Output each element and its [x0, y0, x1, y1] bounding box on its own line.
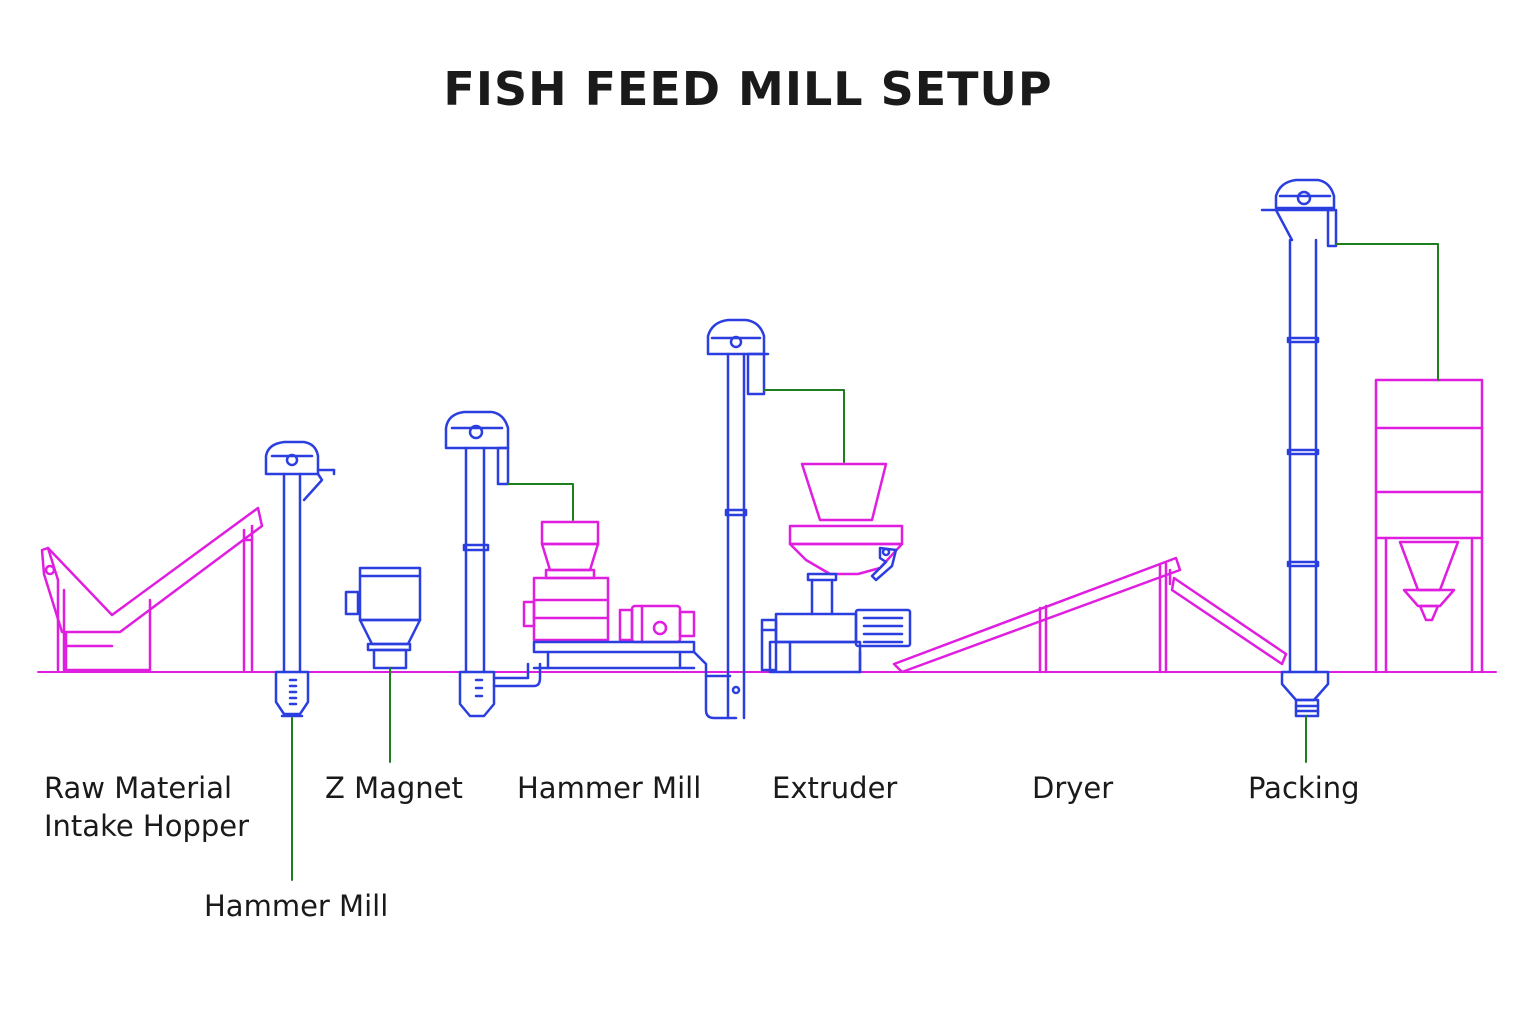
extruder-hopper [788, 462, 904, 576]
label-hammer-mill-upper: Hammer Mill [517, 771, 702, 805]
bucket-elevator-1 [264, 440, 336, 718]
label-dryer: Dryer [1032, 771, 1114, 805]
hammer-mill-upper [522, 520, 696, 644]
diagram-title: FISH FEED MILL SETUP [443, 62, 1053, 116]
label-raw-material-line2: Intake Hopper [44, 809, 250, 843]
intake-hopper-conveyor [40, 506, 264, 672]
bucket-elevator-2 [444, 410, 542, 718]
z-magnet [344, 566, 422, 670]
dryer-conveyor [892, 556, 1288, 674]
connector-elevator4-to-silo [1335, 243, 1439, 381]
label-z-magnet: Z Magnet [325, 771, 463, 805]
connector-elevator2-to-mill [507, 483, 574, 521]
bucket-elevator-3 [706, 318, 770, 720]
bucket-elevator-4 [1260, 178, 1338, 718]
connector-elevator3-to-extruder [763, 389, 845, 463]
packing-silo [1374, 378, 1484, 674]
flow-connectors [291, 243, 1439, 881]
extruder-body [760, 546, 912, 674]
label-raw-material-intake-hopper: Raw Material Intake Hopper [44, 769, 249, 845]
label-raw-material-line1: Raw Material [44, 771, 233, 805]
label-extruder: Extruder [772, 771, 898, 805]
label-hammer-mill-lower: Hammer Mill [204, 889, 389, 923]
hammer-mill-frame [532, 640, 738, 720]
label-packing: Packing [1248, 771, 1360, 805]
